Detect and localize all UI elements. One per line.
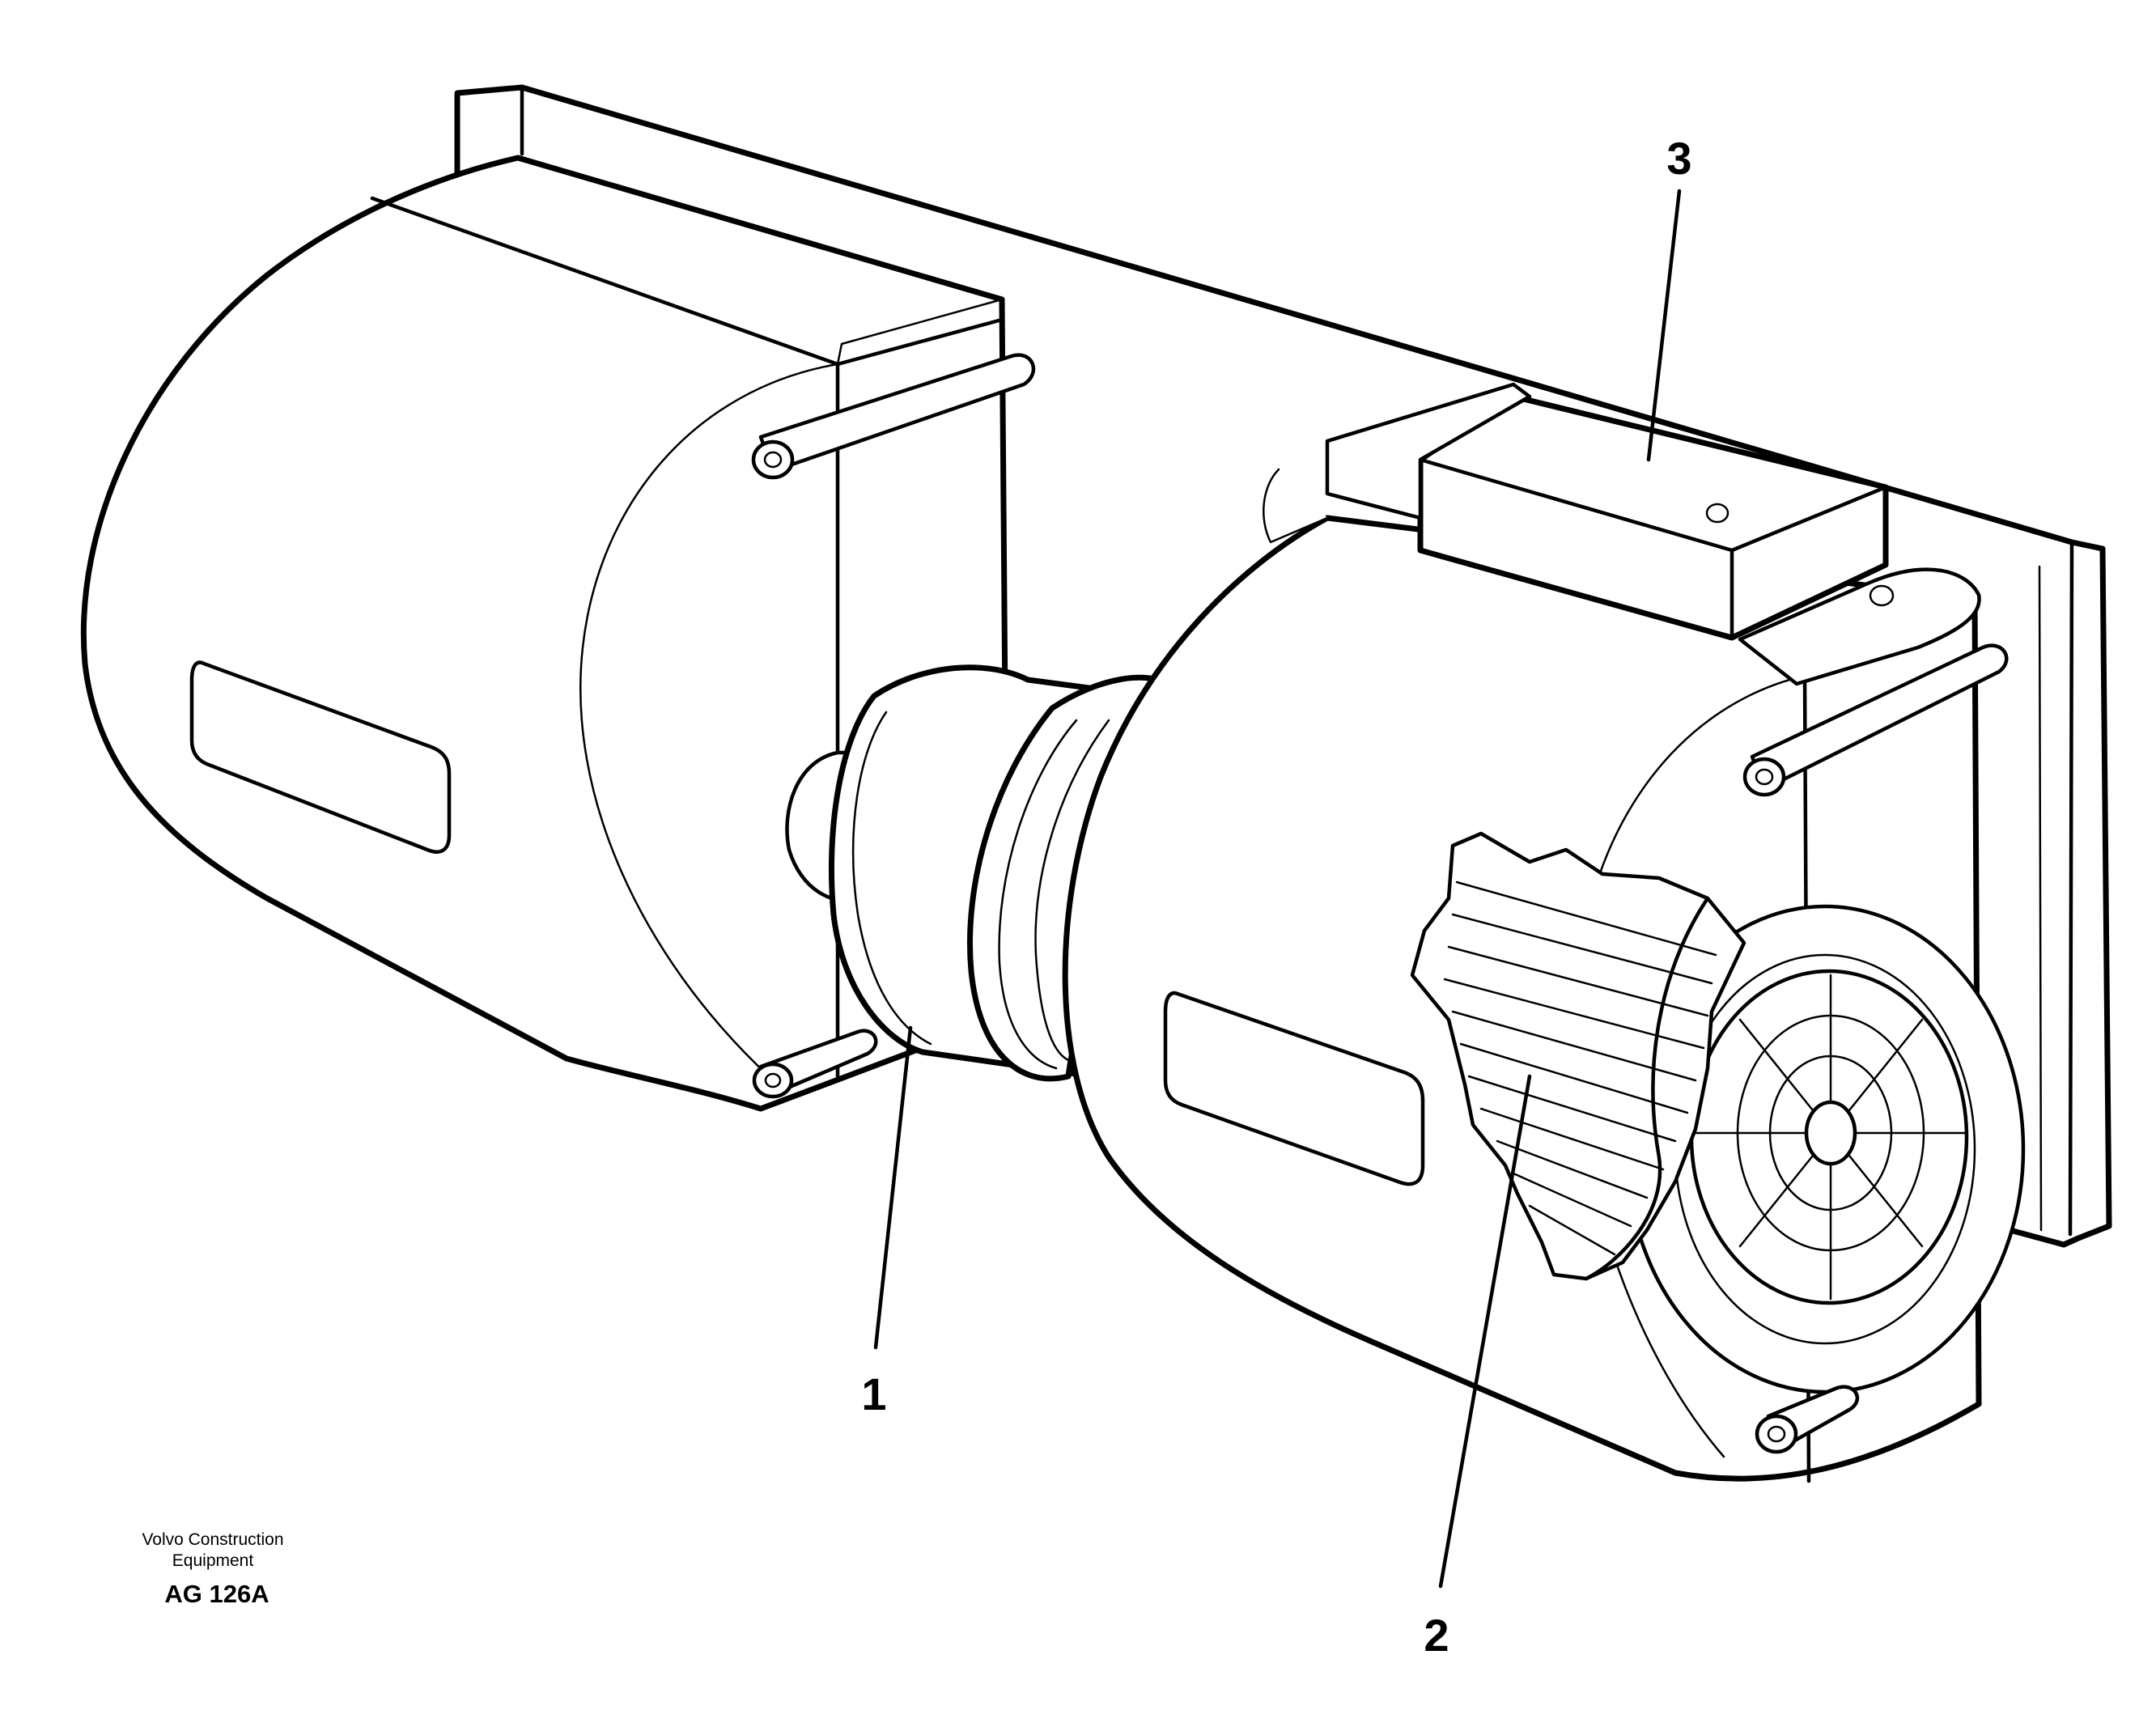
callout-2: 2 bbox=[1424, 1610, 1449, 1661]
caption-line-1: Volvo Construction bbox=[142, 1530, 283, 1549]
leader-line-1 bbox=[873, 1025, 913, 1350]
leader-lines bbox=[873, 189, 1682, 1589]
caption-code: AG 126A bbox=[164, 1580, 269, 1608]
fan-wheel-cutaway bbox=[1410, 831, 1746, 1281]
callout-3: 3 bbox=[1666, 133, 1691, 184]
leader-line-2 bbox=[1438, 1074, 1532, 1589]
caption-line-2: Equipment bbox=[172, 1551, 254, 1570]
left-blower-housing bbox=[80, 155, 1036, 1112]
resistor-box bbox=[1263, 382, 1981, 686]
leader-line-3 bbox=[1646, 189, 1682, 462]
callout-1: 1 bbox=[861, 1368, 886, 1419]
